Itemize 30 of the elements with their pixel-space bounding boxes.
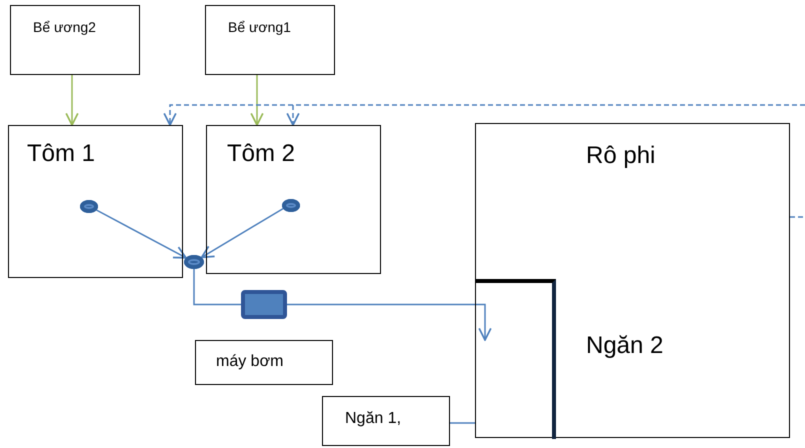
node-label: máy bơm [216, 353, 284, 372]
node-label: Bể ương1 [228, 19, 291, 36]
node-label: Rô phi [586, 142, 656, 170]
pipe-line [790, 216, 805, 218]
arrow [286, 105, 300, 126]
node-label: Bể ương2 [33, 19, 96, 36]
pump-block [241, 290, 287, 319]
pipe-line [450, 422, 476, 424]
arrow [163, 104, 805, 126]
compartment-wall [476, 279, 556, 439]
node-label: Tôm 1 [27, 140, 96, 168]
arrow [94, 208, 187, 259]
arrow [65, 75, 79, 126]
arrow [287, 304, 492, 341]
arrow [200, 208, 284, 258]
pipe-line [193, 269, 241, 306]
pond-box [206, 125, 381, 274]
drain-outlet [80, 200, 98, 213]
tank-box [205, 5, 335, 75]
node-label: Ngăn 1, [345, 410, 402, 428]
arrow [250, 75, 264, 126]
label-box [322, 396, 450, 446]
tank-box [10, 5, 140, 75]
node-label: Tôm 2 [227, 140, 296, 168]
drain-outlet [282, 199, 300, 212]
label-box [195, 340, 333, 385]
pond-box [8, 125, 183, 278]
pipe-junction [184, 255, 204, 269]
node-label: Ngăn 2 [586, 332, 664, 360]
pond-box [475, 123, 790, 438]
